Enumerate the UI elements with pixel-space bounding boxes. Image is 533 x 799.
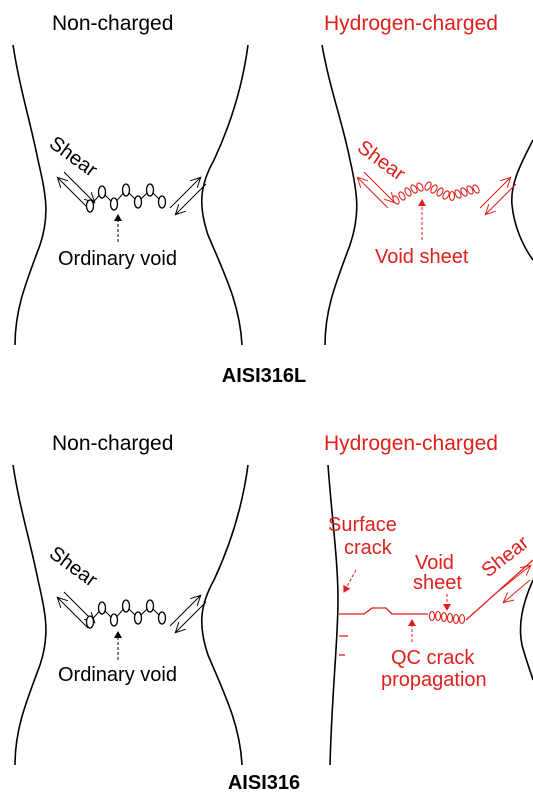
surface-crack-pointer (343, 569, 357, 593)
top-left-right-outline (200, 44, 249, 346)
top-right-left-outline (321, 44, 358, 346)
bottom-caption: AISI316 (228, 772, 300, 794)
top-right-specimen: Hydrogen-charged Shear Void sheet (321, 12, 533, 346)
bottom-left-right-outline (200, 464, 249, 766)
qc-line1: QC crack (391, 647, 475, 669)
bottom-right-left-outline (327, 464, 339, 766)
bottom-left-shear-label: Shear (45, 542, 101, 591)
bottom-left-shear-arrow-r1 (169, 596, 200, 627)
top-right-void-sheet (392, 181, 480, 205)
top-left-void-chain (85, 183, 167, 213)
top-right-void-label: Void sheet (375, 246, 469, 268)
bottom-right-specimen: Hydrogen-charged Surface crack Shear Voi… (324, 432, 533, 766)
top-right-shear-arrow-r2 (486, 183, 517, 214)
bottom-left-void-chain (85, 599, 167, 629)
qc-line2: propagation (381, 669, 487, 691)
top-right-shear-label: Shear (353, 136, 409, 185)
top-left-void-label: Ordinary void (58, 248, 177, 270)
top-left-specimen: Non-charged Shear Ordinary void (12, 12, 249, 346)
top-right-shear-arrow-l2 (358, 178, 389, 209)
bottom-left-specimen: Non-charged Shear Ordinary void (12, 432, 249, 766)
qc-crack-path (339, 607, 428, 615)
top-right-shear-arrow-l1 (363, 171, 394, 202)
bottom-left-shear-arrow-l2 (58, 598, 89, 629)
surface-crack-line2: crack (344, 537, 393, 559)
top-left-title: Non-charged (52, 12, 173, 35)
top-right-shear-arrow-down (176, 183, 207, 214)
bottom-right-void-sheet (428, 610, 466, 625)
bottom-right-shear-label: Shear (478, 532, 533, 582)
bottom-right-shear-arrow-1 (499, 566, 530, 591)
bottom-right-title: Hydrogen-charged (324, 432, 498, 455)
top-left-shear-arrow-up (58, 178, 89, 209)
top-left-shear-label: Shear (45, 132, 101, 181)
void-sheet-line2: sheet (413, 572, 462, 594)
top-caption: AISI316L (222, 365, 306, 387)
bottom-left-shear-arrow-r2 (176, 601, 207, 632)
top-right-title: Hydrogen-charged (324, 12, 498, 35)
top-right-shear-arrow-up (169, 178, 200, 209)
bottom-left-title: Non-charged (52, 432, 173, 455)
top-right-shear-arrow-r1 (479, 178, 510, 209)
bottom-left-left-outline (12, 464, 47, 766)
void-sheet-line1: Void (415, 552, 454, 574)
bottom-right-shear-arrow-2 (504, 579, 531, 602)
top-left-left-outline (12, 44, 47, 346)
bottom-left-void-label: Ordinary void (58, 664, 177, 686)
bottom-right-right-outline (519, 579, 533, 681)
top-right-right-outline (510, 139, 533, 261)
top-left-shear-arrow-down (63, 171, 94, 202)
surface-crack-line1: Surface (328, 514, 397, 536)
